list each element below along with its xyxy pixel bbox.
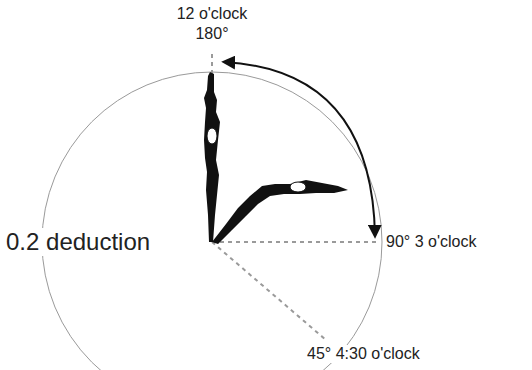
gymnast-head: [207, 128, 217, 144]
angle-label: 45° 4:30 o'clock: [305, 345, 422, 363]
angle-label: 180°: [193, 25, 230, 43]
clock-label: 12 o'clock: [175, 5, 250, 23]
reference-circle: [42, 72, 382, 370]
deduction-label: 0.2 deduction: [4, 228, 152, 256]
gymnast-head: [290, 182, 306, 192]
gymnast-angled: [212, 180, 348, 244]
gymnast-vertical: [204, 72, 220, 242]
horizontal-guide: [212, 241, 378, 243]
angle-label: 90° 3 o'clock: [384, 233, 478, 251]
diagonal-guide: [212, 242, 326, 340]
